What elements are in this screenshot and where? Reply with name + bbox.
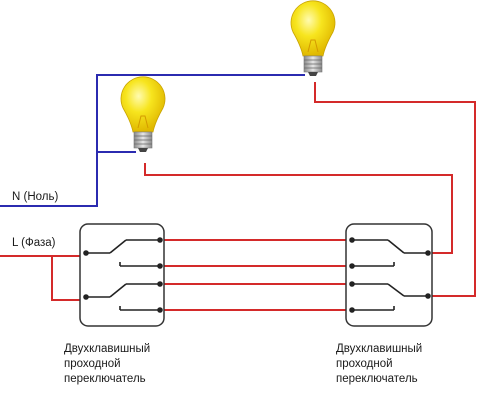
caption-line: Двухклавишный bbox=[336, 343, 422, 355]
caption-line: переключатель bbox=[336, 373, 418, 385]
caption-line: проходной bbox=[64, 358, 121, 370]
phase-wires bbox=[0, 82, 476, 311]
switch-right-caption: Двухклавишный проходной переключатель bbox=[336, 343, 422, 385]
neutral-wire-main bbox=[0, 74, 305, 207]
phase-label: L (Фаза) bbox=[12, 237, 56, 249]
switch-left-gang-lower bbox=[83, 281, 163, 313]
switch-right bbox=[345, 223, 433, 327]
switch-left bbox=[79, 223, 165, 327]
switch-left-caption: Двухклавишный проходной переключатель bbox=[64, 343, 150, 385]
caption-line: Двухклавишный bbox=[64, 343, 150, 355]
switch-right-gang-upper bbox=[349, 237, 431, 269]
caption-line: проходной bbox=[336, 358, 393, 370]
caption-line: переключатель bbox=[64, 373, 146, 385]
neutral-label: N (Ноль) bbox=[12, 191, 58, 203]
switch-right-gang-lower bbox=[349, 281, 431, 313]
lamp-wire-2 bbox=[144, 163, 453, 254]
lamp-wire-1 bbox=[314, 82, 476, 297]
switch-right-housing bbox=[345, 223, 433, 327]
switch-left-gang-upper bbox=[83, 237, 163, 269]
light-bulb-icon bbox=[290, 0, 336, 76]
neutral-wires bbox=[0, 74, 305, 207]
phase-wire-feed-branch bbox=[51, 256, 82, 301]
light-bulb-icon bbox=[120, 76, 166, 152]
switch-left-housing bbox=[79, 223, 165, 327]
